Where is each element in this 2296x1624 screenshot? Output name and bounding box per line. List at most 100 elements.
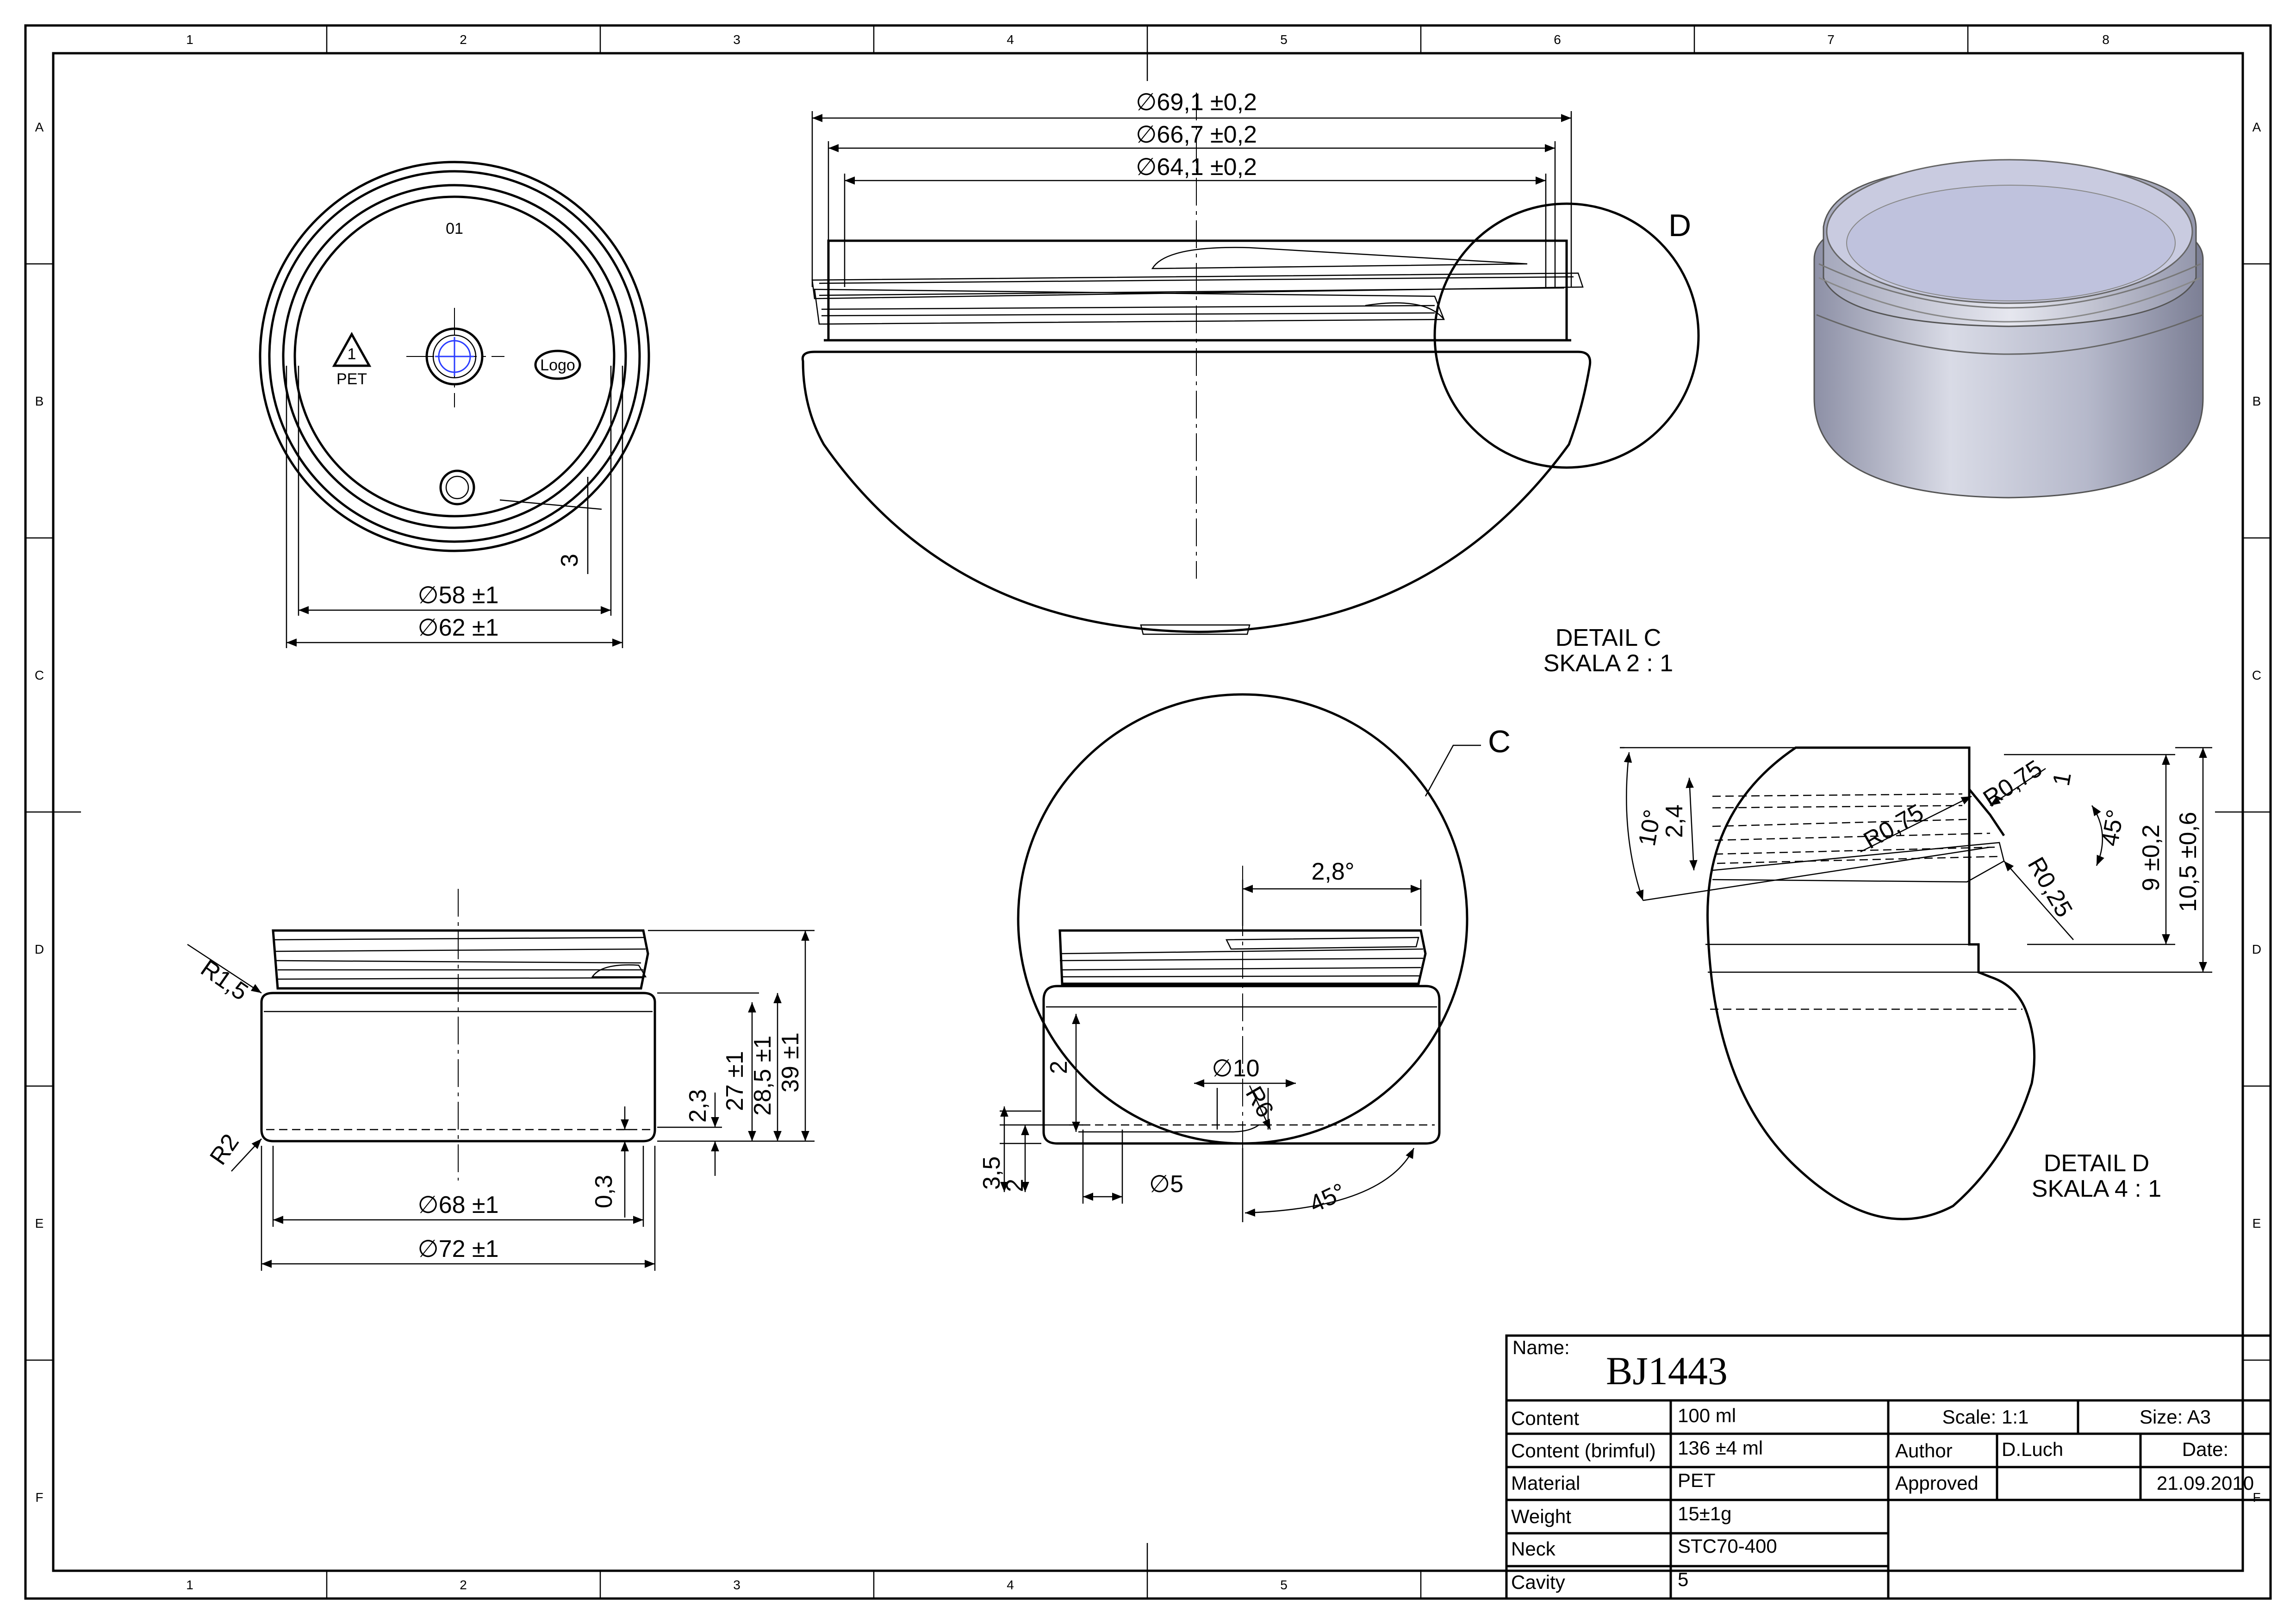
row-value-material: PET (1678, 1469, 1716, 1491)
zone-col-5-bottom: 5 (1280, 1578, 1288, 1592)
dim-39: 39 ±1 (777, 1032, 804, 1093)
title-block: Name: BJ1443 Content 100 ml Content (bri… (1505, 1334, 2272, 1600)
dim-d5: ∅5 (1149, 1171, 1183, 1198)
detail-c-marker: C (1488, 724, 1511, 759)
dim-2-wall: 2 (1045, 1061, 1072, 1074)
dim-d64-1: ∅64,1 ±0,2 (1136, 154, 1257, 181)
logo-mark (534, 350, 581, 380)
detail-c-circle (1017, 693, 1468, 1145)
row-label-neck: Neck (1511, 1538, 1556, 1560)
gate-mark (439, 469, 475, 506)
zone-row-e-right: E (2252, 1216, 2261, 1230)
author-value: D.Luch (2002, 1438, 2063, 1460)
zone-row-d-right: D (2252, 942, 2261, 956)
zone-col-1: 1 (186, 32, 193, 47)
dim-d10: ∅10 (1212, 1055, 1259, 1082)
detail-d-view: 10° 2,4 R0,75 R0,75 1 45° R0,25 9 ±0,2 1… (1620, 746, 2212, 1220)
dim-3: 3 (556, 554, 583, 567)
row-label-content: Content (1511, 1407, 1579, 1429)
zone-col-5: 5 (1280, 32, 1288, 47)
side-view: R1,5 R2 ∅68 ±1 ∅72 ±1 0,3 2,3 27 ±1 28,5… (187, 889, 815, 1271)
zone-col-4-bottom: 4 (1007, 1578, 1014, 1592)
date-label: Date: (2182, 1438, 2228, 1460)
dim-angle-2-8: 2,8° (1311, 858, 1354, 885)
dim-2-3: 2,3 (684, 1089, 711, 1123)
zone-row-a-right: A (2252, 120, 2261, 134)
dim-angle-45: 45° (1306, 1178, 1350, 1218)
dim-d69-1: ∅69,1 ±0,2 (1136, 89, 1257, 116)
author-label: Author (1895, 1440, 1953, 1462)
zone-row-b: B (35, 394, 44, 408)
cavity-number-label: 01 (446, 220, 463, 237)
zone-col-7: 7 (1827, 32, 1835, 47)
zone-row-a: A (35, 120, 44, 134)
zone-row-b-right: B (2252, 394, 2261, 408)
zone-col-3-bottom: 3 (733, 1578, 740, 1592)
row-label-weight: Weight (1511, 1505, 1571, 1527)
row-label-brimful: Content (brimful) (1511, 1440, 1656, 1462)
dim-d68: ∅68 ±1 (417, 1192, 498, 1218)
zone-col-2: 2 (460, 32, 467, 47)
dim-r1-5: R1,5 (196, 955, 253, 1006)
dim-1: 1 (2048, 770, 2077, 788)
scale-field: Scale: 1:1 (1942, 1406, 2029, 1428)
zone-row-c-right: C (2252, 668, 2261, 682)
drawing-frame: 1 2 3 4 5 6 7 8 1 2 3 4 5 A B C D E F A … (24, 24, 2272, 1600)
dim-2-base: 2 (1002, 1179, 1028, 1192)
row-value-brimful: 136 ±4 ml (1678, 1437, 1763, 1459)
dim-9: 9 ±0,2 (2138, 824, 2165, 891)
dim-d62: ∅62 ±1 (417, 614, 498, 641)
dim-10-deg: 10° (1634, 808, 1667, 849)
row-value-neck: STC70-400 (1678, 1535, 1777, 1557)
dim-0-3: 0,3 (591, 1175, 617, 1208)
recycle-code: 1 (348, 345, 356, 363)
recycle-material: PET (336, 370, 367, 388)
size-field: Size: A3 (2140, 1406, 2211, 1428)
zone-col-1-bottom: 1 (186, 1578, 193, 1592)
zone-col-8: 8 (2102, 32, 2109, 47)
logo-text: Logo (540, 356, 575, 374)
name-label: Name: (1512, 1337, 1570, 1358)
detail-c-title: DETAIL C (1556, 625, 1661, 651)
zone-row-f: F (35, 1490, 43, 1505)
dim-d72: ∅72 ±1 (417, 1236, 498, 1262)
zone-row-d: D (35, 942, 44, 956)
dim-10-5: 10,5 ±0,6 (2175, 812, 2202, 912)
dim-3-5: 3,5 (978, 1156, 1005, 1190)
dim-45-deg: 45° (2097, 808, 2129, 849)
zone-col-2-bottom: 2 (460, 1578, 467, 1592)
detail-d-marker: D (1668, 208, 1691, 243)
zone-row-c: C (35, 668, 44, 682)
row-value-content: 100 ml (1678, 1405, 1736, 1426)
detail-c-caption: DETAIL C SKALA 2 : 1 (1543, 625, 1673, 677)
zone-col-3: 3 (733, 32, 740, 47)
top-view: 01 1 PET Logo ∅58 ±1 ∅62 ±1 3 (259, 161, 650, 648)
row-label-cavity: Cavity (1511, 1571, 1565, 1593)
approved-label: Approved (1895, 1472, 1979, 1494)
part-number: BJ1443 (1606, 1349, 1728, 1393)
zone-row-e: E (35, 1216, 44, 1230)
dim-d66-7: ∅66,7 ±0,2 (1136, 121, 1257, 148)
dim-r0-25: R0,25 (2022, 853, 2078, 922)
recycle-icon (332, 331, 372, 367)
dim-2-4: 2,4 (1661, 805, 1688, 838)
row-value-cavity: 5 (1678, 1568, 1688, 1590)
dim-r0-75-b: R0,75 (1979, 755, 2047, 812)
jar-render (1813, 159, 2204, 499)
dim-r0-75-a: R0,75 (1859, 799, 1928, 855)
row-value-weight: 15±1g (1678, 1503, 1731, 1524)
dim-r6: R6 (1240, 1082, 1279, 1122)
detail-d-circle (1433, 202, 1700, 469)
neck-view: D ∅69,1 ±0,2 ∅66,7 ±0,2 ∅64,1 ±0,2 (801, 89, 1700, 635)
dim-d58: ∅58 ±1 (417, 582, 498, 609)
detail-c-scale: SKALA 2 : 1 (1543, 650, 1673, 677)
zone-col-6: 6 (1554, 32, 1561, 47)
dim-27: 27 ±1 (722, 1051, 748, 1111)
date-value: 21.09.2010 (2157, 1472, 2254, 1494)
dim-28-5: 28,5 ±1 (749, 1036, 776, 1116)
row-label-material: Material (1511, 1472, 1580, 1494)
section-view: C 2,8° ∅10 R6 2 3,5 2 ∅5 45° (978, 693, 1511, 1222)
detail-d-scale: SKALA 4 : 1 (2032, 1175, 2161, 1202)
detail-d-title: DETAIL D (2044, 1150, 2149, 1177)
